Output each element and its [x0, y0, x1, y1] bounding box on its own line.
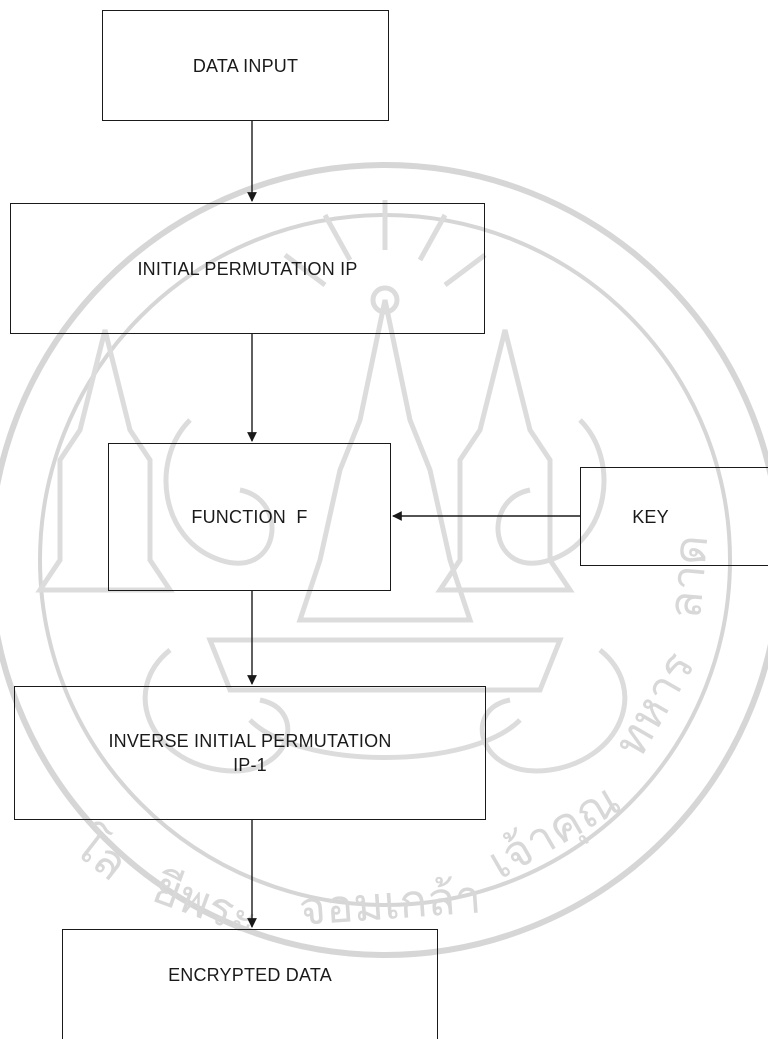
function-f-label: FUNCTION F	[191, 507, 308, 527]
initial-permutation-label: INITIAL PERMUTATION IP	[137, 258, 358, 279]
key-box: KEY	[580, 467, 768, 566]
inverse-permutation-label: INVERSE INITIAL PERMUTATION IP-1	[108, 729, 391, 777]
encrypted-data-label: ENCRYPTED DATA	[168, 964, 332, 985]
svg-text:ลาด: ลาด	[657, 533, 718, 621]
inverse-permutation-label-line2: IP-1	[233, 755, 267, 775]
data-input-box: DATA INPUT	[102, 10, 389, 121]
function-f-box: FUNCTION F	[108, 443, 391, 591]
inverse-permutation-box: INVERSE INITIAL PERMUTATION IP-1	[14, 686, 486, 820]
key-label: KEY	[632, 506, 669, 527]
svg-text:จอมเกล้า: จอมเกล้า	[297, 869, 483, 936]
data-input-label: DATA INPUT	[192, 55, 299, 76]
encrypted-data-box: ENCRYPTED DATA	[62, 929, 438, 1039]
initial-permutation-box: INITIAL PERMUTATION IP	[10, 203, 485, 334]
inverse-permutation-label-line1: INVERSE INITIAL PERMUTATION	[108, 731, 392, 751]
